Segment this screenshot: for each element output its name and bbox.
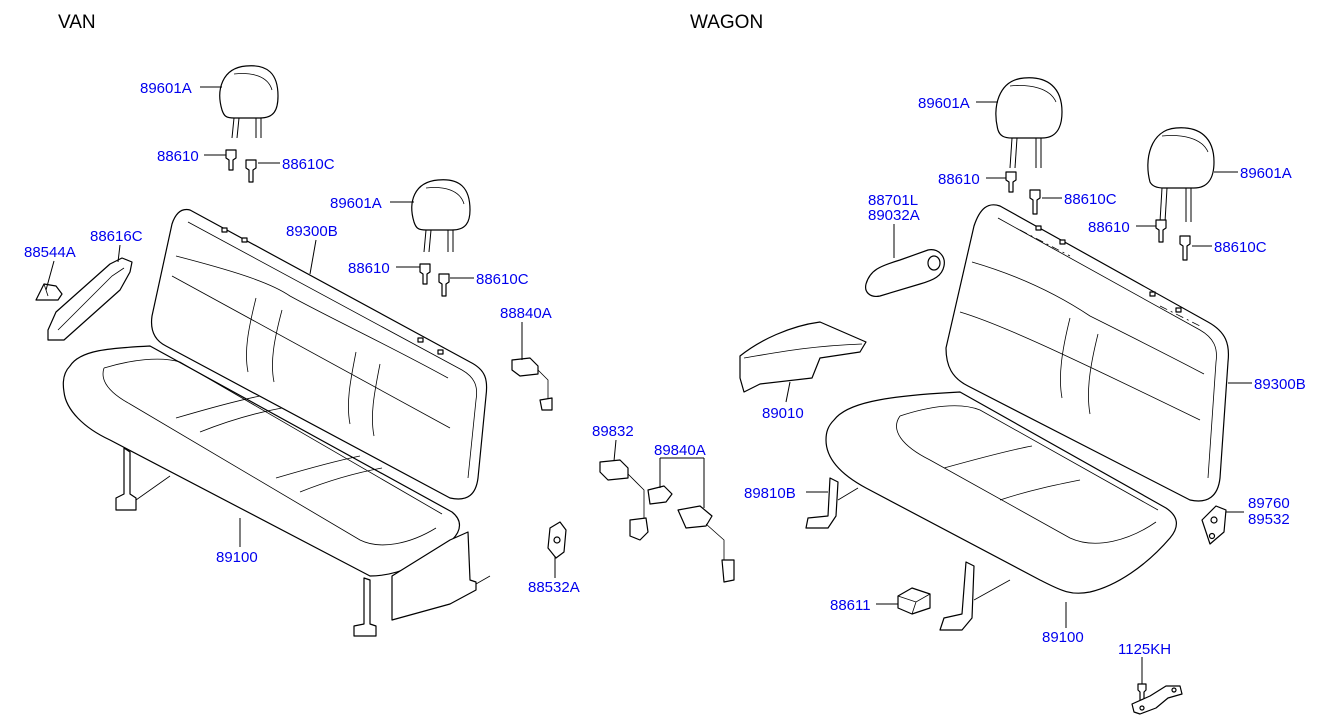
label-wagon-back[interactable]: 89300B [1254, 376, 1306, 393]
label-center-belt[interactable]: 89832 [592, 423, 634, 440]
van-headrest-mid[interactable] [411, 179, 471, 253]
label-wagon-cushion[interactable]: 89100 [1042, 629, 1084, 646]
van-guide-left-top[interactable] [225, 149, 237, 171]
label-wagon-leg[interactable]: 89810B [744, 485, 796, 502]
wagon-seat-cushion[interactable] [805, 391, 1177, 631]
leader-lines [45, 86, 1252, 684]
center-plate[interactable] [547, 521, 567, 559]
van-side-cover[interactable] [47, 257, 133, 341]
label-wagon-pad[interactable]: 88611 [830, 597, 871, 614]
wagon-guide-left-a[interactable] [1005, 171, 1017, 193]
wagon-guide-right-b[interactable] [1179, 235, 1191, 261]
van-headrest-top[interactable] [219, 65, 279, 139]
wagon-bolt-bracket[interactable] [1131, 685, 1183, 715]
van-guide-left-mid[interactable] [419, 263, 431, 285]
label-van-bracket[interactable]: 88544A [24, 244, 76, 261]
van-section-title: VAN [58, 12, 96, 33]
label-center-plate[interactable]: 88532A [528, 579, 580, 596]
label-wagon-guide-left-b[interactable]: 88610 [1088, 219, 1130, 236]
van-seat-cushion[interactable] [62, 345, 491, 637]
van-buckle[interactable] [511, 357, 553, 411]
wagon-hinge[interactable] [1201, 505, 1227, 545]
wagon-pad[interactable] [897, 587, 931, 615]
van-guide-right-top[interactable] [245, 159, 257, 183]
label-wagon-console[interactable]: 89010 [762, 405, 804, 422]
label-center-buckle[interactable]: 89840A [654, 442, 706, 459]
label-wagon-guide-right-a[interactable]: 88610C [1064, 191, 1117, 208]
label-van-back[interactable]: 89300B [286, 223, 338, 240]
label-wagon-headrest-right[interactable]: 89601A [1240, 165, 1292, 182]
wagon-guide-right-a[interactable] [1029, 189, 1041, 215]
wagon-headrest-left[interactable] [995, 77, 1063, 169]
label-wagon-armrest-2[interactable]: 89032A [868, 207, 920, 224]
label-wagon-bolt[interactable]: 1125KH [1118, 641, 1171, 658]
label-van-guide-left-mid[interactable]: 88610 [348, 260, 390, 277]
label-van-cover[interactable]: 88616C [90, 228, 143, 245]
label-van-headrest-mid[interactable]: 89601A [330, 195, 382, 212]
label-wagon-hinge-1[interactable]: 89760 [1248, 495, 1290, 512]
label-van-guide-right-mid[interactable]: 88610C [476, 271, 529, 288]
label-van-guide-left-top[interactable]: 88610 [157, 148, 199, 165]
van-seat-back[interactable] [150, 208, 488, 500]
van-guide-right-mid[interactable] [438, 273, 450, 297]
label-van-buckle[interactable]: 88840A [500, 305, 552, 322]
wagon-seat-back[interactable] [945, 204, 1230, 502]
center-belt[interactable] [599, 459, 673, 541]
wagon-console[interactable] [739, 321, 867, 393]
label-van-headrest-top[interactable]: 89601A [140, 80, 192, 97]
wagon-headrest-right[interactable] [1147, 127, 1215, 223]
label-wagon-armrest-1[interactable]: 88701L [868, 192, 918, 209]
van-bracket[interactable] [35, 283, 63, 301]
wagon-guide-left-b[interactable] [1155, 219, 1167, 243]
center-buckle[interactable] [677, 505, 735, 583]
label-wagon-guide-left-a[interactable]: 88610 [938, 171, 980, 188]
label-wagon-guide-right-b[interactable]: 88610C [1214, 239, 1267, 256]
label-van-guide-right-top[interactable]: 88610C [282, 156, 335, 173]
label-wagon-hinge-2[interactable]: 89532 [1248, 511, 1290, 528]
wagon-section-title: WAGON [690, 12, 763, 33]
label-van-cushion[interactable]: 89100 [216, 549, 258, 566]
wagon-armrest[interactable] [865, 249, 945, 297]
label-wagon-headrest-left[interactable]: 89601A [918, 95, 970, 112]
